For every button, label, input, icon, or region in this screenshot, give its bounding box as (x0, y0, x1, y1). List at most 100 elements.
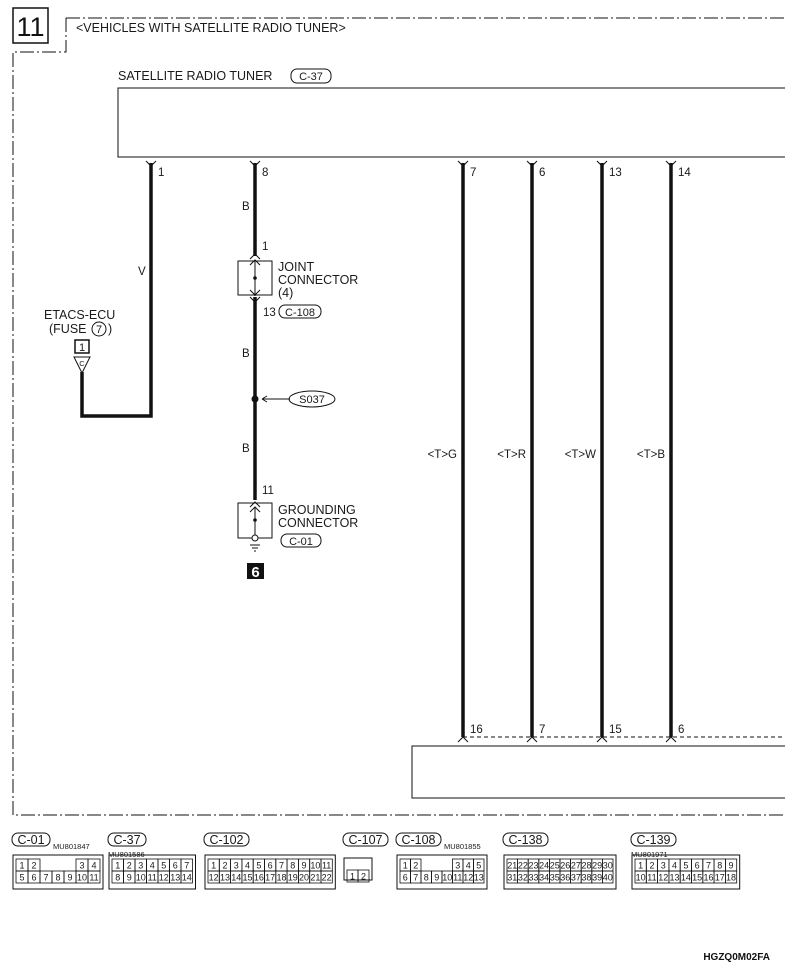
wire-pin-8 (249, 160, 261, 500)
ground-connector-badge (280, 533, 322, 548)
footer-code: HGZQ0M02FA (703, 952, 770, 963)
pin-cell: 4 (150, 861, 155, 871)
pin-cell: 21 (507, 861, 517, 871)
pin-cell: 9 (434, 873, 439, 883)
connector-id: C-139 (636, 833, 670, 847)
wire-color-splice-below: B (242, 443, 250, 455)
pin-cell: 2 (361, 872, 366, 882)
wire-color-6: <T>R (497, 449, 526, 461)
pin-cell: 5 (161, 861, 166, 871)
pin-cell: 5 (683, 861, 688, 871)
joint-connector-badge (278, 304, 322, 319)
pin-cell: 11 (148, 873, 157, 883)
pin-cell: 24 (539, 861, 549, 871)
pin-cell: 25 (550, 861, 560, 871)
pin-cell: 13 (474, 873, 484, 883)
pin-cell: 12 (658, 873, 668, 883)
joint-connector-dot (253, 276, 257, 280)
bottom-pin-label: 16 (470, 724, 483, 736)
wire-pin-6 (526, 160, 538, 743)
pin-label-13: 13 (609, 167, 622, 179)
pin-cell: 8 (115, 873, 120, 883)
pin-cell: 10 (636, 873, 646, 883)
pin-cell: 6 (31, 873, 36, 883)
pin-cell: 19 (288, 873, 298, 883)
pin-cell: 10 (136, 873, 146, 883)
pin-cell: 5 (256, 861, 261, 871)
wire-color-joint-below: B (242, 348, 250, 360)
pin-cell: 23 (528, 861, 538, 871)
pin-cell: 14 (231, 873, 241, 883)
connector-id: C-37 (113, 833, 140, 847)
pin-cell: 9 (127, 873, 132, 883)
ground-line1: GROUNDING (278, 503, 356, 517)
ground-terminal (251, 534, 259, 542)
connector-id: C-108 (401, 833, 435, 847)
pin-cell: 3 (661, 861, 666, 871)
pin-cell: 12 (159, 873, 169, 883)
wire-pin-14 (665, 160, 677, 743)
ground-line2: CONNECTOR (278, 516, 358, 530)
splice-arrow (261, 395, 290, 403)
pin-cell: 9 (67, 873, 72, 883)
tuner-name: SATELLITE RADIO TUNER (118, 69, 272, 83)
ground-symbol-icon (250, 544, 260, 552)
pin-cell: 26 (560, 861, 570, 871)
pin-cell: 9 (729, 861, 734, 871)
pin-cell: 14 (681, 873, 691, 883)
pin-cell: 7 (706, 861, 711, 871)
pin-cell: 17 (715, 873, 725, 883)
pin-cell: 3 (138, 861, 143, 871)
part-number: MU801847 (53, 842, 90, 851)
pin-cell: 5 (476, 861, 481, 871)
pin-cell: 8 (424, 873, 429, 883)
fuse-close: ) (108, 322, 112, 336)
pin-cell: 14 (182, 873, 192, 883)
wire-color-7: <T>G (428, 449, 457, 461)
pin-cell: 2 (127, 861, 132, 871)
joint-bottom-pin: 13 (263, 307, 276, 319)
pin-cell: 32 (518, 873, 528, 883)
pin-label-6: 6 (539, 167, 545, 179)
pin-label-8: 8 (262, 167, 268, 179)
wire-pin-13 (596, 160, 608, 743)
pin-cell: 30 (603, 861, 613, 871)
wire-pin-7 (457, 160, 469, 743)
wire-color-8: B (242, 201, 250, 213)
joint-line1: JOINT (278, 260, 314, 274)
etacs-connector-letter: C (79, 359, 85, 368)
pin-cell: 12 (209, 873, 219, 883)
etacs-terminal: 1 (79, 342, 85, 354)
pin-label-1: 1 (158, 167, 164, 179)
lower-component-box (411, 745, 785, 799)
pin-label-14: 14 (678, 167, 691, 179)
boundary-left-bottom (12, 18, 785, 816)
pin-cell: 20 (299, 873, 309, 883)
wire-color-1: V (138, 266, 146, 278)
pin-cell: 2 (31, 861, 36, 871)
etacs-connector-triangle (73, 356, 91, 375)
pin-cell: 33 (528, 873, 538, 883)
pin-cell: 13 (170, 873, 180, 883)
tuner-connector-badge (290, 68, 332, 84)
pin-cell: 6 (268, 861, 273, 871)
pin-cell: 2 (413, 861, 418, 871)
pin-cell: 10 (77, 873, 87, 883)
grounding-connector-dot (253, 518, 257, 522)
pin-cell: 1 (403, 861, 408, 871)
pin-cell: 4 (91, 861, 96, 871)
variant-label: <VEHICLES WITH SATELLITE RADIO TUNER> (76, 21, 346, 35)
etacs-name: ETACS-ECU (44, 308, 115, 322)
pin-cell: 7 (413, 873, 418, 883)
pin-cell: 3 (234, 861, 239, 871)
ground-number: 6 (251, 564, 259, 581)
etacs-fuse-label: (FUSE (49, 322, 87, 336)
pin-cell: 11 (89, 873, 98, 883)
pin-cell: 28 (581, 861, 591, 871)
pin-cell: 6 (695, 861, 700, 871)
wire-pin-1 (80, 160, 157, 418)
